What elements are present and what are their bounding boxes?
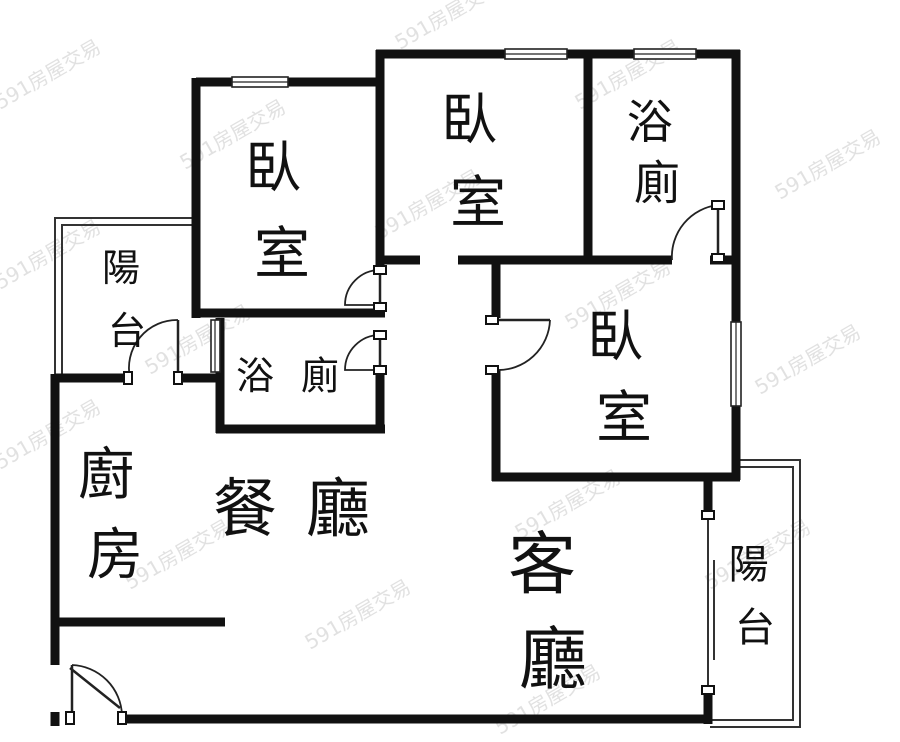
room-label-bedroom-2: 臥 室 xyxy=(441,88,515,236)
label-char: 房 xyxy=(87,523,143,588)
door-jamb xyxy=(711,253,725,263)
room-label-bedroom-3: 臥 室 xyxy=(587,305,661,451)
room-labels: 臥 室 臥 室 浴 廁 臥 室 陽 台 浴 廁 廚 房 餐 廳 xyxy=(78,88,782,700)
balcony-1-outline xyxy=(54,217,196,378)
door-leaf xyxy=(69,667,121,709)
door-jamb xyxy=(173,371,183,385)
door-swing xyxy=(128,319,179,379)
watermark: 591房屋交易 xyxy=(771,124,885,204)
label-char: 廳 xyxy=(519,621,587,700)
label-char: 餐 xyxy=(213,473,277,547)
label-char: 臥 xyxy=(587,305,643,370)
watermark: 591房屋交易 xyxy=(0,34,105,114)
label-char: 臥 xyxy=(441,88,497,153)
label-char: 室 xyxy=(450,171,506,236)
label-char: 客 xyxy=(508,526,576,605)
door-jamb xyxy=(701,510,715,520)
label-char: 臥 xyxy=(245,136,301,201)
door-jamb xyxy=(485,315,499,325)
room-label-living: 客 廳 xyxy=(508,526,598,700)
label-char: 陽 xyxy=(102,246,140,290)
balcony-1-outline-inner xyxy=(61,224,196,378)
label-char: 室 xyxy=(596,386,652,451)
watermark: 591房屋交易 xyxy=(301,574,415,654)
label-char: 廁 xyxy=(301,354,339,398)
door-jamb xyxy=(373,365,387,375)
door-swing xyxy=(495,319,551,371)
windows xyxy=(210,48,742,407)
balcony-2-outline-inner xyxy=(712,466,794,721)
room-label-bathroom-2: 浴 廁 xyxy=(236,354,339,398)
label-char: 浴 xyxy=(236,354,274,398)
door-jamb xyxy=(373,302,387,312)
label-char: 陽 xyxy=(729,542,769,588)
door-jamb xyxy=(123,371,133,385)
room-label-balcony-2: 陽 台 xyxy=(729,542,782,651)
door-jamb xyxy=(373,265,387,275)
door-swing xyxy=(344,334,381,371)
doors xyxy=(69,204,720,719)
door-swing xyxy=(344,269,381,306)
label-char: 廳 xyxy=(306,473,370,547)
watermark: 591房屋交易 xyxy=(751,319,865,399)
watermark: 591房屋交易 xyxy=(391,0,505,54)
door-jamb xyxy=(373,330,387,340)
door-jamb xyxy=(711,200,725,210)
door-jambs xyxy=(65,200,725,725)
room-label-dining: 餐 廳 xyxy=(213,473,370,547)
door-swing xyxy=(71,664,123,716)
label-char: 廚 xyxy=(78,443,134,508)
door-jamb xyxy=(701,685,715,695)
label-char: 廁 xyxy=(634,156,680,210)
room-label-kitchen: 廚 房 xyxy=(78,443,152,588)
watermark: 591房屋交易 xyxy=(0,214,105,294)
room-label-balcony-1: 陽 台 xyxy=(102,246,152,353)
label-char: 室 xyxy=(254,222,310,287)
door-jamb xyxy=(485,365,499,375)
label-char: 台 xyxy=(108,309,146,353)
label-char: 台 xyxy=(735,605,775,651)
room-label-bedroom-1: 臥 室 xyxy=(245,136,319,287)
balcony-2-outline xyxy=(710,459,801,728)
door-jamb xyxy=(65,711,75,725)
door-swing xyxy=(671,204,719,261)
room-label-bathroom-1: 浴 廁 xyxy=(627,95,688,210)
door-jamb xyxy=(117,711,127,725)
walls xyxy=(50,49,741,726)
balcony-outlines xyxy=(54,217,801,728)
label-char: 浴 xyxy=(627,95,673,149)
